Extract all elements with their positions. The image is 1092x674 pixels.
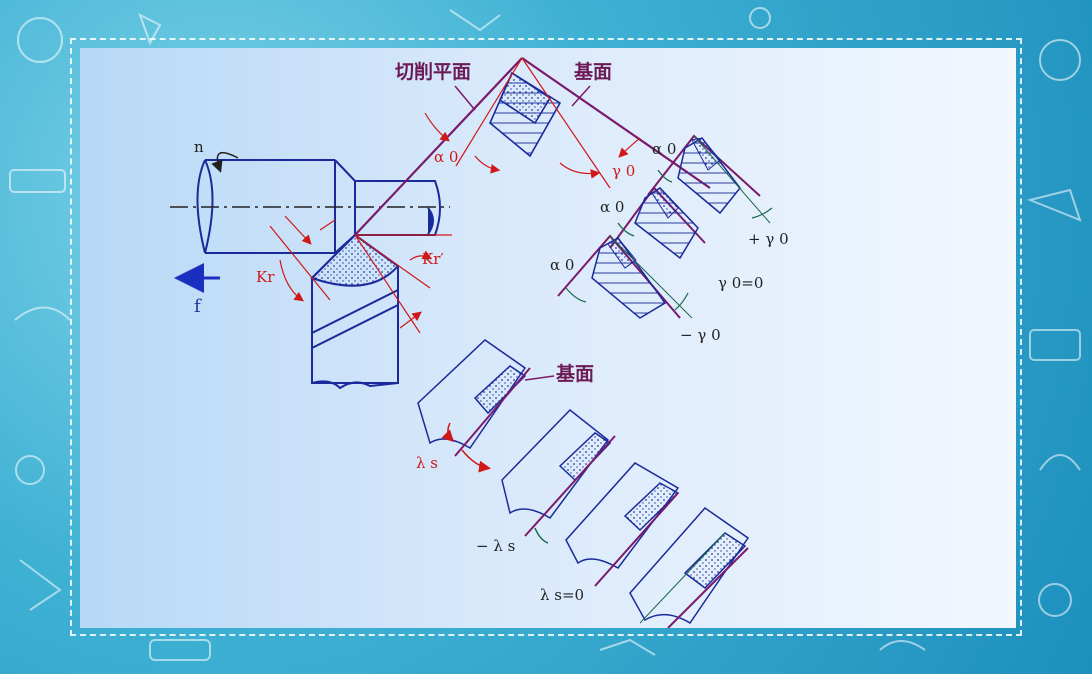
cutting-plane-leader [454, 85, 476, 111]
label-alpha0-main: α 0 [434, 148, 458, 166]
lambda-tool-3 [565, 462, 680, 587]
rake-variant-plus [647, 134, 773, 224]
label-gamma0-main: γ 0 [612, 162, 635, 180]
lambda-tool-4 [629, 507, 750, 628]
label-kr: Kr [256, 268, 275, 286]
main-angle-marks [424, 57, 641, 189]
rake-variant-zero [609, 186, 706, 260]
label-lambda-s: λ s [416, 454, 438, 472]
main-section [489, 71, 562, 158]
slide-panel: n f Kr Kr′ 切削平面 基面 [80, 48, 1016, 628]
label-alpha0-c: α 0 [550, 256, 574, 274]
tool-angle-diagram: n f Kr Kr′ 切削平面 基面 [170, 57, 789, 628]
label-cutting-plane: 切削平面 [395, 60, 471, 83]
label-minus-gamma0: − γ 0 [680, 326, 721, 344]
label-alpha0-b: α 0 [600, 198, 624, 216]
label-minus-lambda-s: − λ s [476, 537, 515, 555]
main-tool-angle-lines [269, 215, 452, 334]
rake-variant-minus [557, 234, 693, 319]
label-base-plane-top: 基面 [573, 60, 612, 83]
base-plane-mid-leader [524, 375, 555, 381]
label-f: f [194, 296, 202, 317]
rotation-arrow [211, 151, 239, 173]
base-plane-leader [571, 85, 591, 107]
main-v-planes [354, 57, 711, 236]
main-tool [310, 233, 400, 390]
lambda-tool-2 [501, 408, 616, 544]
label-n: n [194, 138, 204, 156]
label-plus-gamma0: + γ 0 [748, 230, 789, 248]
label-lambda-s-zero: λ s=0 [540, 586, 584, 604]
label-base-plane-mid: 基面 [555, 362, 594, 385]
lambda-tool-1 [417, 339, 531, 473]
label-gamma0-zero: γ 0=0 [718, 274, 763, 292]
label-kr-prime: Kr′ [422, 250, 444, 268]
dashed-frame [70, 38, 1022, 636]
label-alpha0-a: α 0 [652, 140, 676, 158]
